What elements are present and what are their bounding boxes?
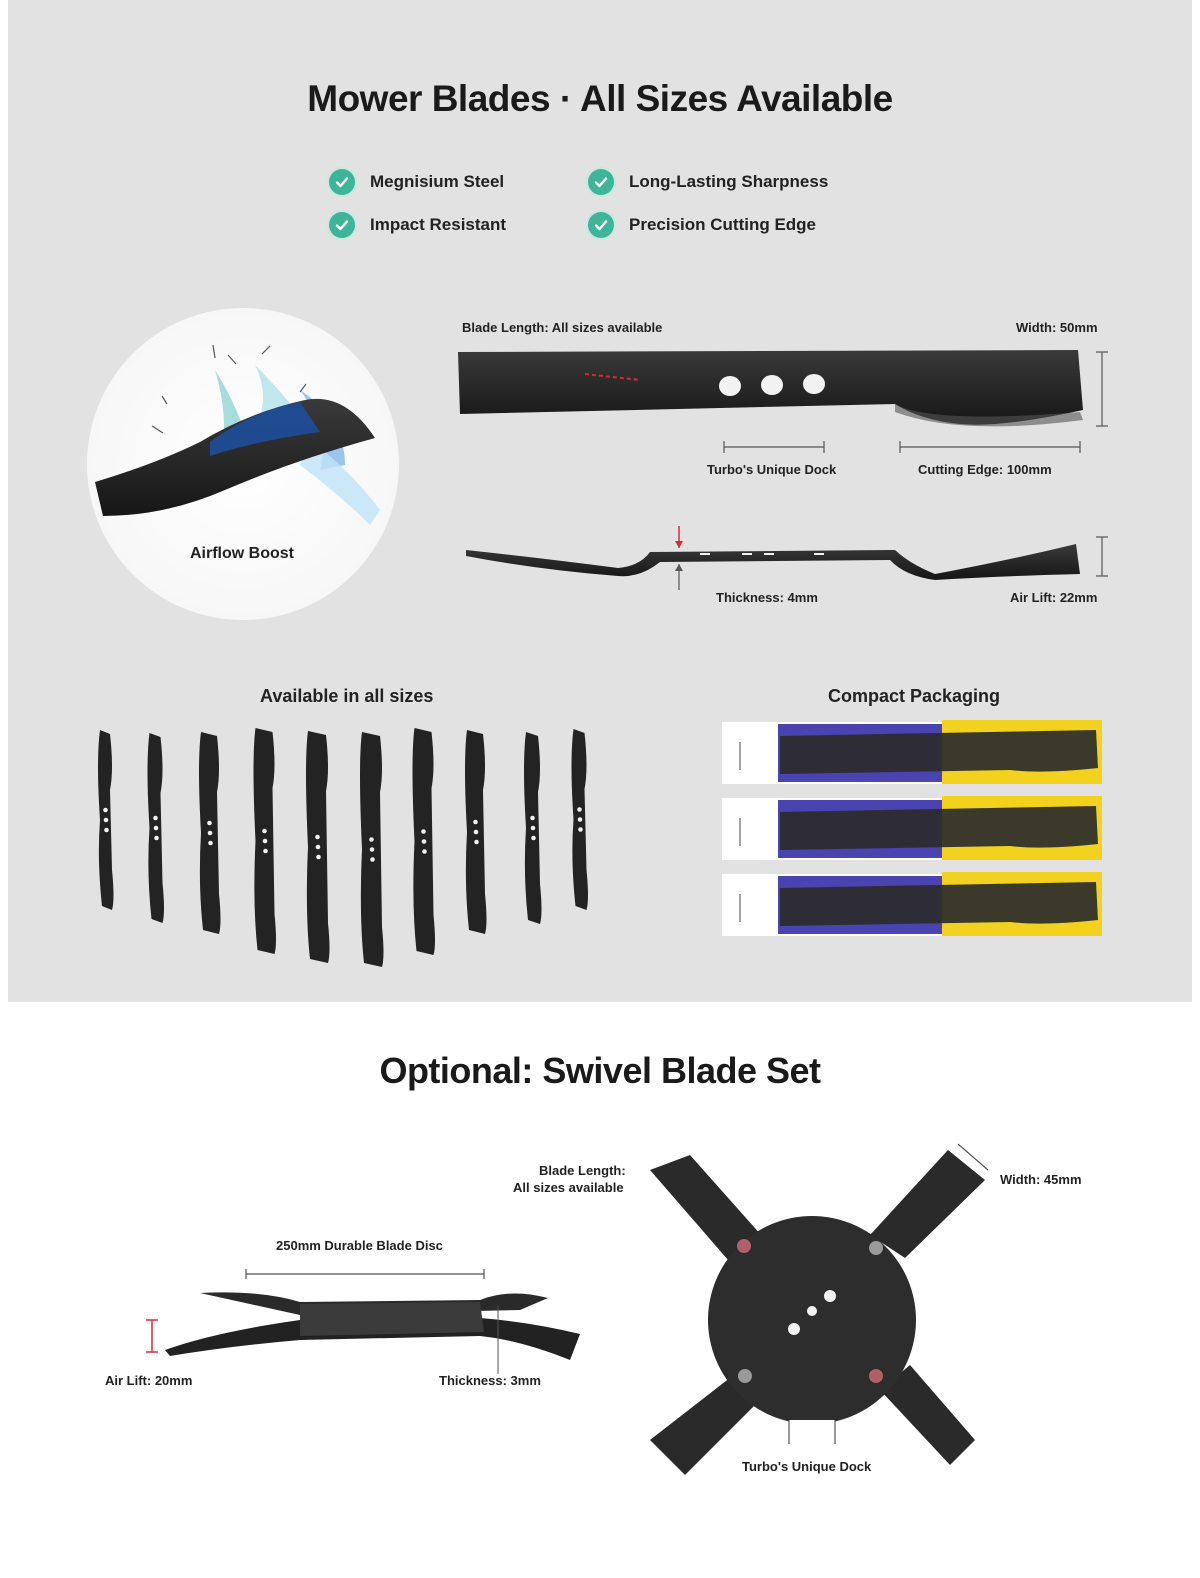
check-icon xyxy=(588,212,614,238)
swivel-title: Optional: Swivel Blade Set xyxy=(379,1050,821,1091)
blade-width-label: Width: 50mm xyxy=(1016,320,1098,335)
blade-length-label: Blade Length: All sizes available xyxy=(462,320,663,335)
size-blade xyxy=(98,730,114,910)
check-icon xyxy=(329,212,355,238)
size-blade xyxy=(253,728,276,954)
packaging-illustration xyxy=(722,720,1102,936)
feature-precision-cutting-edge: Precision Cutting Edge xyxy=(588,211,816,239)
feature-label: Megnisium Steel xyxy=(370,172,505,191)
feature-long-lasting-sharpness: Long-Lasting Sharpness xyxy=(588,168,828,196)
cutting-edge-label: Cutting Edge: 100mm xyxy=(918,462,1052,477)
size-blade xyxy=(571,729,588,910)
unique-dock-label: Turbo's Unique Dock xyxy=(707,462,837,477)
swivel-length-label-line2: All sizes available xyxy=(513,1180,624,1195)
swivel-width-label: Width: 45mm xyxy=(1000,1172,1082,1187)
airflow-label: Airflow Boost xyxy=(190,545,294,562)
size-blade xyxy=(465,730,487,934)
feature-label: Long-Lasting Sharpness xyxy=(629,172,829,191)
swivel-side-view xyxy=(146,1269,580,1374)
size-blade xyxy=(412,728,435,955)
size-blade xyxy=(199,732,221,934)
size-blade xyxy=(147,733,164,923)
swivel-air-lift-label: Air Lift: 20mm xyxy=(105,1373,193,1388)
feature-label: Precision Cutting Edge xyxy=(629,215,817,234)
thickness-label: Thickness: 4mm xyxy=(716,590,818,605)
swivel-thickness-label: Thickness: 3mm xyxy=(439,1373,541,1388)
swivel-dock-label: Turbo's Unique Dock xyxy=(742,1459,872,1474)
size-blade xyxy=(360,732,384,967)
blade-top-view xyxy=(458,350,1108,453)
blade-side-view xyxy=(466,526,1108,590)
packaging-heading: Compact Packaging xyxy=(828,686,1001,706)
air-lift-label: Air Lift: 22mm xyxy=(1010,590,1098,605)
disc-label: 250mm Durable Blade Disc xyxy=(276,1238,443,1253)
page-title: Mower Blades · All Sizes Available xyxy=(307,78,893,119)
feature-label: Impact Resistant xyxy=(370,215,507,234)
feature-magnesium-steel: Megnisium Steel xyxy=(329,168,504,196)
sizes-heading: Available in all sizes xyxy=(260,686,434,706)
swivel-length-label-line1: Blade Length: xyxy=(539,1163,626,1178)
check-icon xyxy=(588,169,614,195)
size-blade xyxy=(306,731,330,963)
size-blade xyxy=(524,732,542,924)
check-icon xyxy=(329,169,355,195)
feature-impact-resistant: Impact Resistant xyxy=(329,211,506,239)
swivel-top-view xyxy=(650,1143,989,1475)
airflow-illustration xyxy=(87,308,399,620)
